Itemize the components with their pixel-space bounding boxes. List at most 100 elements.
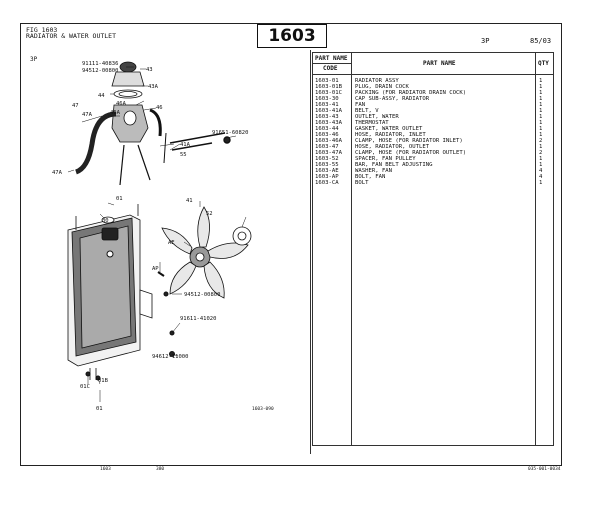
quantity-cell: 2 <box>539 150 543 156</box>
callout-55: 55 <box>180 152 187 158</box>
footer-right: 035-001-0034 <box>528 467 561 472</box>
footer-mid: 380 <box>156 467 165 472</box>
quantity-cell: 1 <box>539 108 543 114</box>
callout-41: 41 <box>186 198 193 204</box>
callout-46a-mid: 46A <box>110 110 121 116</box>
quantity-cell: 1 <box>539 90 543 96</box>
callout-46: 46 <box>156 105 163 111</box>
figure-caption-line2: RADIATOR & WATER OUTLET <box>26 32 117 40</box>
part-code-cell: 1603-47 <box>315 144 339 150</box>
column-header-code-line1: PART NAME <box>315 55 348 62</box>
leader-lines <box>67 66 247 402</box>
quantity-cell: 1 <box>539 96 543 102</box>
part-name-cell: CAP SUB-ASSY, RADIATOR <box>355 96 430 102</box>
callout-91111: 91111-40836 <box>82 61 118 67</box>
part-code-cell: 1603-30 <box>315 96 339 102</box>
column-header-code-line2: CODE <box>323 65 338 72</box>
callout-43: 43 <box>146 67 153 73</box>
quantity-cell: 1 <box>539 156 543 162</box>
part-name-cell: FAN <box>355 102 366 108</box>
part-code-cell: 1603-52 <box>315 156 339 162</box>
fan <box>161 206 252 299</box>
figure-caption-line1: FIG 1603 <box>26 26 58 34</box>
table-row: 1603-46 HOSE, RADIATOR, INLET 1 <box>313 132 553 138</box>
callout-41a: 41A <box>180 142 191 148</box>
callout-01b: 01B <box>98 378 109 384</box>
part-name-cell: CLAMP, HOSE (FOR RADIATOR OUTLET) <box>355 150 467 156</box>
callout-30: 30 <box>102 218 109 224</box>
callout-94612: 94612-11000 <box>152 354 188 360</box>
callout-46a-top: 46A <box>116 101 127 107</box>
quantity-cell: 1 <box>539 102 543 108</box>
revision-date: 85/03 <box>530 37 552 45</box>
table-row: 1603-44 GASKET, WATER OUTLET 1 <box>313 126 553 132</box>
callout-94512-top: 94512-00800 <box>82 68 118 74</box>
fan-belt-adjusting-bar <box>169 132 231 151</box>
quantity-cell: 4 <box>539 174 543 180</box>
figure-caption: FIG 1603 RADIATOR & WATER OUTLET <box>26 26 117 40</box>
part-name-cell: PACKING (FOR RADIATOR DRAIN COCK) <box>355 90 467 96</box>
figure-number: 1603 <box>257 24 327 48</box>
callout-47a-top: 47A <box>82 112 93 118</box>
footer-left: 1603 <box>100 467 111 472</box>
part-code-cell: 1603-47A <box>315 150 342 156</box>
page-code: 3P <box>481 37 490 45</box>
part-name-cell: SPACER, FAN PULLEY <box>355 156 416 162</box>
exploded-parts-diagram: 91111-40836 94512-00800 43 43A 44 46A 46… <box>52 61 274 412</box>
quantity-cell: 1 <box>539 78 543 84</box>
part-code-cell: 1603-CA <box>315 180 339 186</box>
table-row: 1603-30 CAP SUB-ASSY, RADIATOR 1 <box>313 96 553 102</box>
header-rule <box>313 74 553 75</box>
quantity-cell: 1 <box>539 114 543 120</box>
drawing-reference: 1603-090 <box>252 406 274 412</box>
callout-ap: AP <box>152 266 159 272</box>
part-name-cell: PLUG, DRAIN COCK <box>355 84 409 90</box>
diagram-code: 3P <box>30 56 38 63</box>
callout-01-top: 01 <box>116 196 123 202</box>
callout-47a-bottom: 47A <box>52 170 63 176</box>
column-divider <box>351 53 352 445</box>
quantity-cell: 1 <box>539 120 543 126</box>
quantity-cell: 1 <box>539 126 543 132</box>
water-outlet-assembly <box>74 61 167 186</box>
column-divider <box>535 53 536 445</box>
part-name-cell: HOSE, RADIATOR, INLET <box>355 132 426 138</box>
table-row: 1603-01C PACKING (FOR RADIATOR DRAIN COCK… <box>313 90 553 96</box>
panel-divider <box>310 50 311 454</box>
part-code-cell: 1603-46 <box>315 132 339 138</box>
quantity-cell: 1 <box>539 132 543 138</box>
column-header-qty: QTY <box>538 60 549 67</box>
part-name-cell: BELT, V <box>355 108 379 114</box>
quantity-cell: 1 <box>539 144 543 150</box>
table-row: 1603-47A CLAMP, HOSE (FOR RADIATOR OUTLET… <box>313 150 553 156</box>
callout-01-bottom: 01 <box>96 406 103 412</box>
part-name-cell: BAR, FAN BELT ADJUSTING <box>355 162 433 168</box>
callout-94512-bottom: 94512-00800 <box>184 292 220 298</box>
part-name-cell: GASKET, WATER OUTLET <box>355 126 423 132</box>
radiator-assy <box>67 204 153 380</box>
part-code-cell: 1603-AP <box>315 174 339 180</box>
column-header-name: PART NAME <box>423 60 456 67</box>
callout-91611: 91611-41020 <box>180 316 216 322</box>
quantity-cell: 1 <box>539 162 543 168</box>
part-code-cell: 1603-01C <box>315 90 342 96</box>
part-name-cell: CLAMP, HOSE (FOR RADIATOR INLET) <box>355 138 463 144</box>
callout-labels: 91111-40836 94512-00800 43 43A 44 46A 46… <box>52 61 274 412</box>
part-code-cell: 1603-AE <box>315 168 339 174</box>
part-code-cell: 1603-44 <box>315 126 339 132</box>
table-row: 1603-52 SPACER, FAN PULLEY 1 <box>313 156 553 162</box>
callout-01c: 01C <box>80 384 90 390</box>
part-code-cell: 1603-43A <box>315 120 342 126</box>
callout-47: 47 <box>72 103 79 109</box>
